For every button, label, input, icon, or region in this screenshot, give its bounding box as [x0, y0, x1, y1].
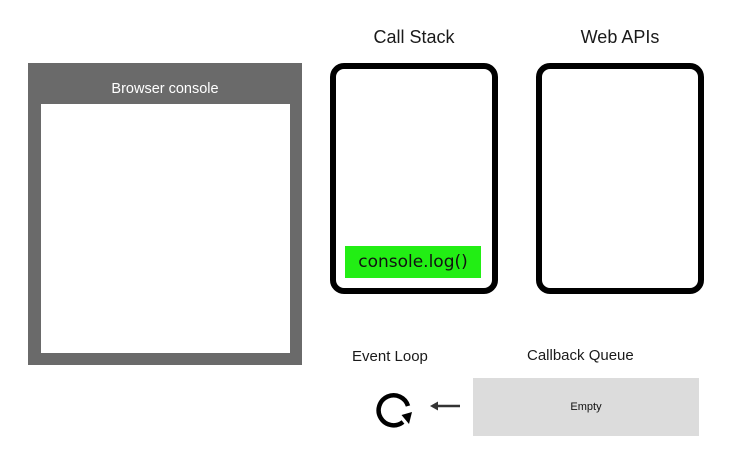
web-apis-heading: Web APIs — [580, 27, 660, 47]
call-stack-frame: console.log() — [345, 246, 481, 278]
callback-queue-status: Empty — [570, 401, 602, 413]
event-loop-label: Event Loop — [352, 348, 428, 365]
left-arrow-icon — [430, 401, 460, 411]
web-apis-box — [536, 63, 704, 294]
browser-console-title: Browser console — [111, 81, 219, 97]
browser-console-output — [41, 104, 290, 353]
call-stack-box: console.log() — [330, 63, 498, 294]
refresh-loop-icon — [376, 393, 412, 428]
call-stack-heading: Call Stack — [373, 27, 455, 47]
browser-console-panel: Browser console — [28, 63, 302, 365]
callback-queue-box: Empty — [473, 378, 699, 436]
callback-queue-label: Callback Queue — [527, 347, 634, 364]
